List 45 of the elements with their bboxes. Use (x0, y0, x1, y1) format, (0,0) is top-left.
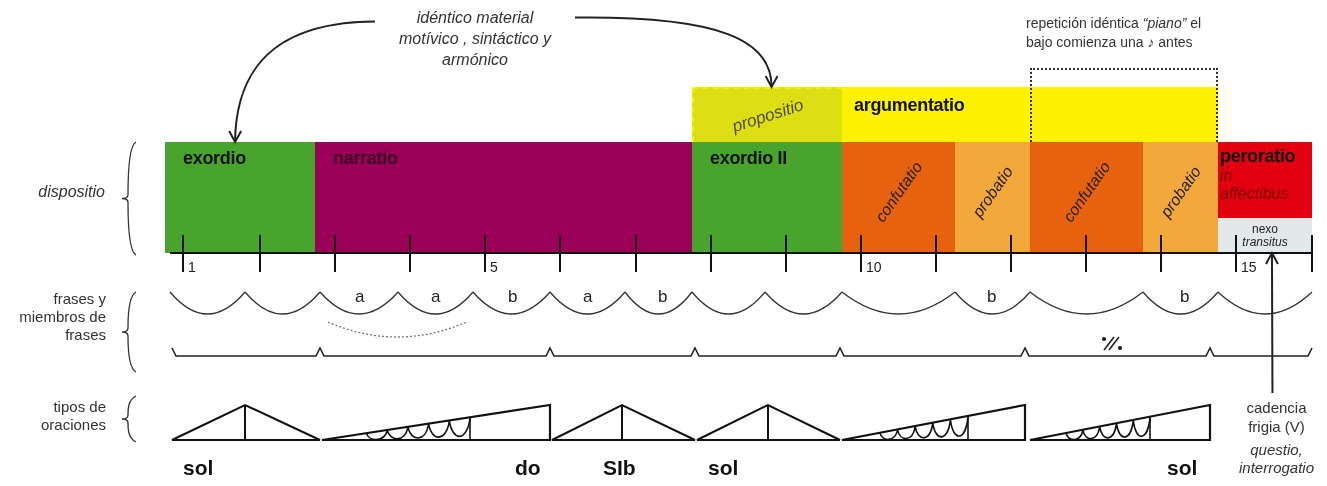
label-text: 5 (490, 259, 498, 275)
label-text: a (583, 287, 593, 307)
node-text: exordio (183, 148, 247, 169)
label-text: b (987, 287, 997, 307)
arrow (574, 16, 778, 88)
label-text: sol (708, 456, 739, 480)
label-text: a (431, 287, 441, 307)
node-text: transitus (1242, 235, 1288, 249)
label-text: sol (183, 456, 214, 480)
node-text: argumentatio (854, 95, 966, 116)
label-text: 10 (866, 259, 882, 275)
section-block (692, 142, 842, 253)
label-text: SIb (603, 456, 636, 480)
label-text: sol (1167, 456, 1198, 480)
node-text: idéntico material motívico , sintáctico y armónico (397, 8, 553, 70)
node-text: peroratio (1220, 146, 1297, 167)
section-block (315, 142, 692, 253)
node-text: questio, interrogatio (1237, 440, 1315, 477)
label-text: frases y miembros de frases (18, 290, 106, 344)
label-text: do (515, 456, 541, 480)
node-text: narratio (333, 148, 399, 169)
label-text: b (658, 287, 668, 307)
section-block (842, 142, 955, 253)
label-text: tipos de oraciones (39, 398, 106, 434)
node-text: in affectibus (1220, 167, 1290, 204)
node-text: nexo (1252, 222, 1278, 236)
label-text: a (355, 287, 365, 307)
label-text: dispositio (37, 183, 105, 201)
section-block (165, 142, 315, 253)
arrow (228, 20, 376, 143)
label-text: b (508, 287, 518, 307)
section-block (1143, 142, 1218, 253)
node-text: exordio II (710, 148, 789, 169)
section-block (1218, 218, 1312, 253)
section-band (692, 87, 842, 142)
section-block (955, 142, 1030, 253)
section-block (1218, 142, 1312, 218)
label-text: 1 (188, 259, 196, 275)
section-band (842, 87, 1218, 142)
node-text: cadencia frigia (V) (1245, 399, 1308, 437)
arrow (1265, 252, 1279, 394)
label-text: 15 (1241, 259, 1257, 275)
node-text: repetición idéntica “piano” el bajo comienza una ♪ antes (1026, 14, 1203, 52)
label-text: b (1180, 287, 1190, 307)
section-block (1030, 142, 1143, 253)
